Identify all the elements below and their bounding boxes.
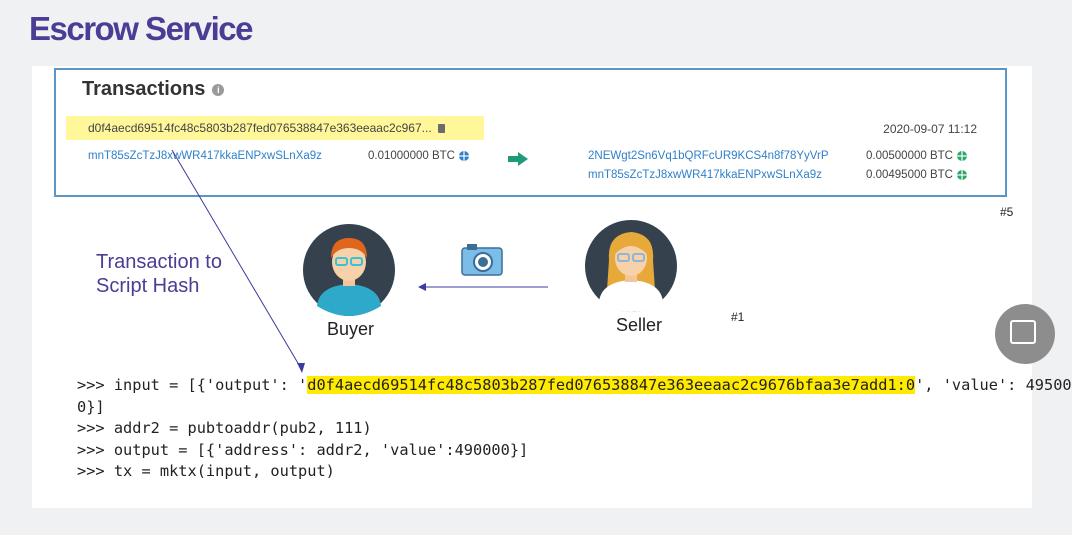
seller-avatar [585,220,677,312]
diagram-label-line1: Transaction to [96,251,222,273]
transaction-hash[interactable]: d0f4aecd69514fc48c5803b287fed076538847e3… [66,116,484,140]
seller-to-buyer-arrowhead [418,283,426,291]
transaction-hash-text[interactable]: d0f4aecd69514fc48c5803b287fed076538847e3… [88,121,432,135]
globe-icon[interactable] [956,151,967,161]
transactions-header: Transactions i [82,78,225,101]
input-amount: 0.01000000 BTC [368,150,469,162]
output-amount-1: 0.00500000 BTC [866,150,967,162]
output-amount-text-2: 0.00495000 BTC [866,169,953,181]
screen-capture-icon[interactable] [1010,320,1036,344]
code-line-2: 0}] [77,397,105,416]
transaction-date: 2020-09-07 11:12 [883,122,977,136]
buyer-avatar [303,224,395,316]
camera-icon [461,244,503,276]
transactions-title: Transactions [82,78,206,100]
output-address-link-2[interactable]: mnT85sZcTzJ8xwWR417kkaENPxwSLnXa9z [588,169,822,181]
input-address-link[interactable]: mnT85sZcTzJ8xwWR417kkaENPxwSLnXa9z [88,150,322,162]
output-amount-text-1: 0.00500000 BTC [866,150,953,162]
code-line-4: >>> output = [{'address': addr2, 'value'… [77,440,529,459]
diagram-label-line2: Script Hash [96,275,200,297]
pointer-line [171,149,303,371]
highlighted-txid: d0f4aecd69514fc48c5803b287fed076538847e3… [307,376,916,394]
screen-capture-button[interactable] [995,304,1055,364]
connector-overlay [171,149,548,373]
output-address-link-1[interactable]: 2NEWgt2Sn6Vq1bQRFcUR9KCS4n8f78YyVrP [588,150,829,162]
code-line-1-prefix: >>> input = [{'output': ' [77,376,308,394]
code-line-3: >>> addr2 = pubtoaddr(pub2, 111) [77,419,372,437]
diagram-label: Transaction to Script Hash [96,250,222,298]
transactions-card: Transactions i d0f4aecd69514fc48c5803b28… [54,68,1007,197]
marker-1: #1 [731,310,745,324]
seller-caption: Seller [616,315,663,335]
arrow-right-icon [508,152,528,166]
code-line-1-suffix: ', 'value': 49500 [915,376,1072,394]
info-icon[interactable]: i [212,83,225,96]
marker-5: #5 [1000,205,1014,219]
globe-icon[interactable] [458,151,469,161]
output-amount-2: 0.00495000 BTC [866,169,967,181]
globe-icon[interactable] [956,170,967,180]
pointer-arrowhead [297,363,305,373]
buyer-caption: Buyer [327,319,375,339]
input-amount-text: 0.01000000 BTC [368,150,455,162]
clipboard-icon[interactable] [437,123,445,133]
code-block: >>> input = [{'output': 'd0f4aecd69514fc… [77,375,1072,483]
slide-title: Escrow Service [29,10,254,47]
code-line-5: >>> tx = mktx(input, output) [77,462,335,480]
code-line-1: >>> input = [{'output': 'd0f4aecd69514fc… [77,375,1072,397]
